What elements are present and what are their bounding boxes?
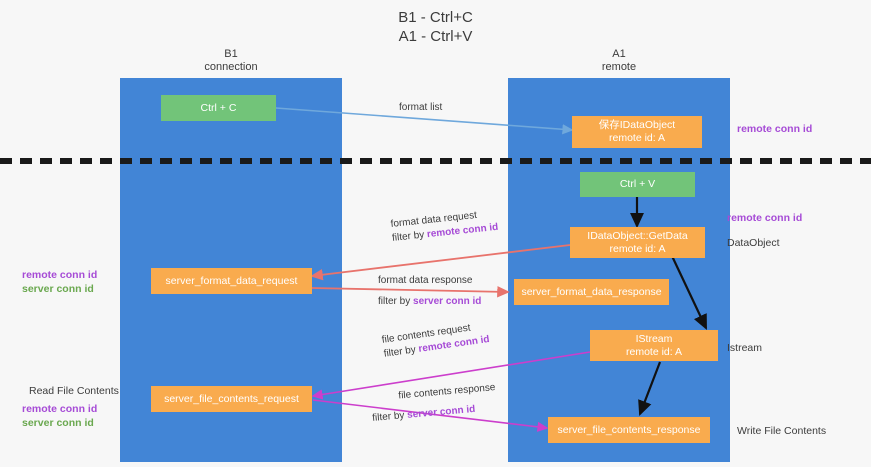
- side-label-read-file-contents-text: Read File Contents: [29, 385, 119, 397]
- node-istream-label: IStream: [635, 332, 673, 345]
- key-server-conn-id-1: server conn id: [413, 296, 482, 307]
- edge-label-file-contents-request: file contents request filter by remote c…: [381, 319, 491, 362]
- node-ctrl-c[interactable]: Ctrl + C: [161, 95, 276, 121]
- side-label-conn-ids-bottom: remote conn id server conn id: [22, 402, 97, 430]
- node-server-file-contents-response-label: server_file_contents_response: [557, 423, 701, 436]
- edge-label-format-list: format list: [399, 101, 442, 115]
- node-ctrl-c-label: Ctrl + C: [200, 101, 237, 114]
- column-header-b1: B1 connection: [120, 48, 342, 74]
- node-save-idataobject[interactable]: 保存IDataObject remote id: A: [572, 116, 702, 148]
- side-label-remote-conn-id-top-text: remote conn id: [737, 123, 813, 135]
- node-server-file-contents-response[interactable]: server_file_contents_response: [548, 417, 710, 443]
- side-label-remote-conn-id-mid-text: remote conn id: [727, 212, 803, 224]
- node-istream-sub: remote id: A: [625, 345, 683, 358]
- filter-by-text-3: filter by: [383, 343, 420, 360]
- column-header-a1-line2: remote: [601, 61, 637, 73]
- side-label-istream: Istream: [727, 341, 762, 355]
- page-title: B1 - Ctrl+C A1 - Ctrl+V: [398, 9, 473, 45]
- node-server-format-data-response-label: server_format_data_response: [521, 285, 662, 298]
- column-header-b1-line1: B1: [224, 48, 238, 60]
- key-server-conn-id-2: server conn id: [406, 403, 476, 421]
- column-header-b1-line2: connection: [204, 61, 258, 73]
- side-label-dataobject: DataObject: [727, 236, 780, 250]
- node-save-idataobject-label: 保存IDataObject: [598, 119, 676, 131]
- node-idataobject-getdata[interactable]: IDataObject::GetData remote id: A: [570, 227, 705, 258]
- node-server-format-data-request[interactable]: server_format_data_request: [151, 268, 312, 294]
- filter-by-text-4: filter by: [371, 409, 408, 424]
- edge-label-file-contents-response-l1: file contents response: [397, 382, 496, 402]
- filter-by-text-2: filter by: [378, 296, 414, 307]
- node-istream[interactable]: IStream remote id: A: [590, 330, 718, 361]
- side-label-server-conn-id-left-1: server conn id: [22, 283, 94, 295]
- node-ctrl-v[interactable]: Ctrl + V: [580, 172, 695, 197]
- side-label-write-file-contents-text: Write File Contents: [737, 425, 827, 437]
- node-save-idataobject-sub: remote id: A: [608, 132, 666, 144]
- node-server-file-contents-request[interactable]: server_file_contents_request: [151, 386, 312, 412]
- side-label-remote-conn-id-top: remote conn id: [737, 122, 812, 136]
- node-ctrl-v-label: Ctrl + V: [619, 178, 656, 190]
- node-idataobject-getdata-label: IDataObject::GetData: [587, 229, 688, 242]
- edge-label-format-data-response-l2: filter by server conn id: [378, 295, 481, 309]
- side-label-server-conn-id-left-2: server conn id: [22, 417, 94, 429]
- side-label-dataobject-text: DataObject: [727, 237, 780, 249]
- edge-label-file-contents-response: file contents response filter by server …: [370, 381, 498, 426]
- column-header-a1: A1 remote: [508, 48, 730, 74]
- edge-label-file-contents-response-l2: filter by server conn id: [372, 401, 498, 426]
- node-idataobject-getdata-sub: remote id: A: [609, 242, 666, 255]
- edge-label-format-data-response-l1: format data response: [378, 275, 473, 286]
- side-label-write-file-contents: Write File Contents: [737, 424, 826, 438]
- node-server-format-data-request-label: server_format_data_request: [165, 274, 298, 287]
- node-server-format-data-response[interactable]: server_format_data_response: [514, 279, 669, 305]
- side-label-remote-conn-id-left-2: remote conn id: [22, 403, 98, 415]
- column-header-a1-line1: A1: [612, 48, 626, 60]
- node-server-file-contents-request-label: server_file_contents_request: [164, 392, 299, 405]
- side-label-conn-ids-top: remote conn id server conn id: [22, 268, 97, 296]
- side-label-read-file-contents: Read File Contents: [29, 384, 119, 398]
- edge-label-format-list-text: format list: [399, 102, 443, 113]
- side-label-remote-conn-id-left-1: remote conn id: [22, 269, 98, 281]
- side-label-istream-text: Istream: [727, 342, 763, 354]
- edge-label-format-data-response: format data response filter by server co…: [378, 274, 481, 309]
- edge-label-format-data-request: format data request filter by remote con…: [390, 207, 499, 246]
- filter-by-text-1: filter by: [391, 229, 428, 244]
- side-label-remote-conn-id-mid: remote conn id: [727, 211, 802, 225]
